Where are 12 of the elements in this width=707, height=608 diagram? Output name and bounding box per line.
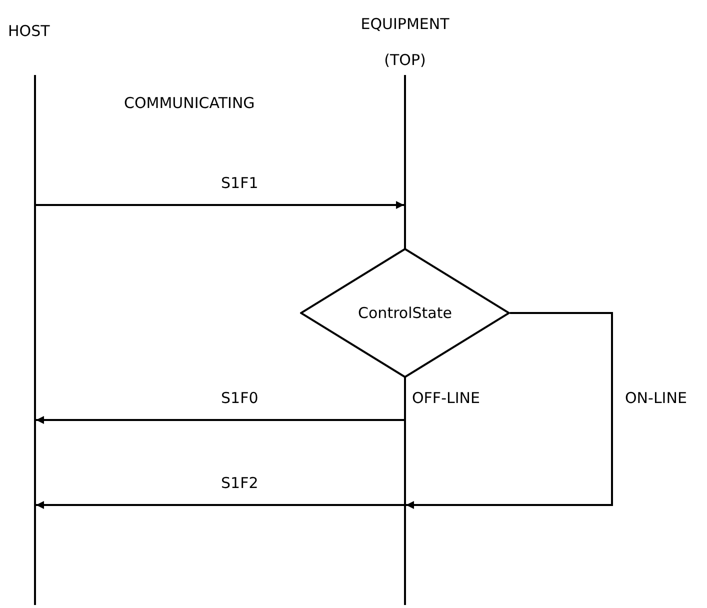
arrow [36, 416, 404, 424]
branch-label: OFF-LINE [412, 388, 481, 409]
lifeline [404, 75, 406, 249]
node-label: ControlState [358, 302, 452, 324]
lifeline-header: EQUIPMENT (TOP) [360, 14, 450, 71]
arrow [36, 201, 404, 209]
lifeline [34, 75, 36, 605]
state-label: COMMUNICATING [124, 93, 256, 114]
lifeline-header: HOST [8, 21, 51, 42]
lifeline [404, 377, 406, 605]
arrow [36, 501, 404, 509]
arrow [406, 312, 613, 509]
